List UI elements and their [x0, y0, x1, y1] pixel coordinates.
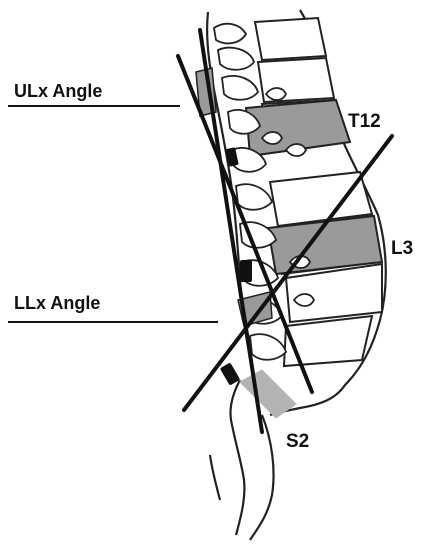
marker-lower — [220, 362, 240, 385]
s2-label: S2 — [286, 431, 309, 452]
ulx-angle-label: ULx Angle — [14, 81, 102, 101]
marker-middle — [240, 260, 252, 282]
llx-angle-label: LLx Angle — [14, 293, 100, 313]
t12-label: T12 — [348, 111, 381, 132]
l3-label: L3 — [391, 238, 413, 259]
label-underlines — [8, 106, 218, 322]
vertebra-t9 — [255, 18, 326, 60]
